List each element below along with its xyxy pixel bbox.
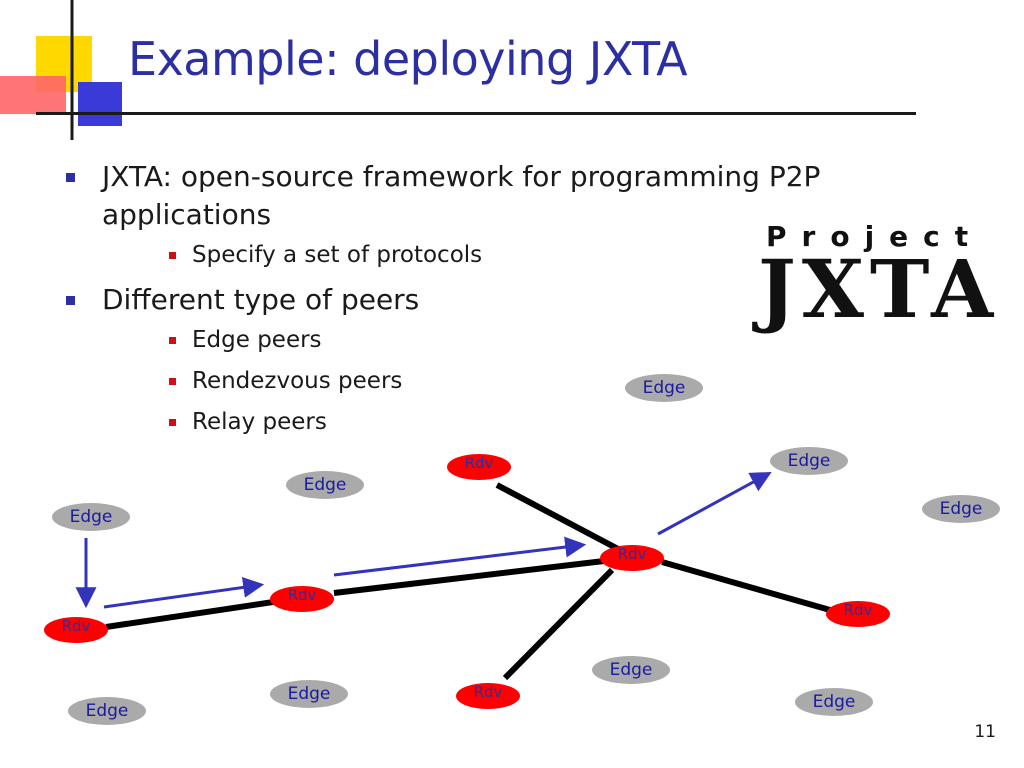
link-rdv3-rdvbottom — [502, 567, 615, 681]
rdv-node: Rdv — [44, 617, 108, 643]
edge-node: Edge — [625, 374, 703, 402]
link-rdv2-rdv3 — [333, 558, 605, 596]
connection-lines — [105, 482, 831, 681]
link-rdv3-rdvright — [661, 559, 831, 613]
bullet-marker — [66, 296, 75, 305]
sub-bullet-marker — [169, 252, 176, 259]
edge-node: Edge — [795, 688, 873, 716]
bullet-text: JXTA: open-source framework for programm… — [102, 160, 821, 231]
edge-node: Edge — [270, 680, 348, 708]
sub-bullet-text: Relay peers — [192, 409, 327, 435]
bullet-jxta: JXTA: open-source framework for programm… — [60, 158, 920, 234]
edge-node: Edge — [592, 656, 670, 684]
edge-node: Edge — [52, 503, 130, 531]
arrow-rdv3-to-edge — [657, 471, 772, 536]
sub-bullet-marker — [169, 337, 176, 344]
slide-title: Example: deploying JXTA — [128, 32, 688, 86]
sub-bullet-protocols: Specify a set of protocols — [60, 240, 920, 270]
logo-jxta-text: JXTA — [758, 242, 1000, 336]
sub-bullet-marker — [169, 419, 176, 426]
logo-project-text: Project — [766, 220, 984, 253]
sub-bullet-text: Rendezvous peers — [192, 368, 403, 394]
bullet-list: JXTA: open-source framework for programm… — [60, 158, 920, 448]
sub-bullet-text: Specify a set of protocols — [192, 242, 483, 268]
bullet-text: Different type of peers — [102, 283, 420, 316]
message-arrows — [75, 471, 772, 609]
bullet-peers: Different type of peers — [60, 281, 920, 319]
arrow-rdv2-to-rdv3 — [333, 536, 587, 577]
edge-node: Edge — [68, 697, 146, 725]
rdv-node: Rdv — [600, 545, 664, 571]
rdv-node: Rdv — [826, 601, 890, 627]
link-rdv1-rdv2 — [105, 595, 301, 630]
rdv-node: Rdv — [270, 586, 334, 612]
sub-bullet-text: Edge peers — [192, 327, 322, 353]
edge-node: Edge — [286, 471, 364, 499]
rdv-node: Rdv — [456, 683, 520, 709]
project-jxta-logo: Project JXTA — [752, 220, 993, 338]
page-number: 11 — [974, 722, 996, 742]
edge-node: Edge — [770, 447, 848, 475]
edge-node: Edge — [922, 495, 1000, 523]
rdv-node: Rdv — [447, 454, 511, 480]
title-divider — [36, 112, 916, 115]
bullet-marker — [66, 173, 75, 182]
blue-square — [78, 82, 122, 126]
arrow-rdv1-to-rdv2 — [103, 576, 265, 609]
slide-decoration — [0, 0, 122, 140]
sub-bullet-marker — [169, 378, 176, 385]
sub-bullet-rendezvous-peers: Rendezvous peers — [60, 366, 920, 396]
sub-bullet-relay-peers: Relay peers — [60, 407, 920, 437]
link-rdvtop-rdv3 — [495, 482, 622, 553]
sub-bullet-edge-peers: Edge peers — [60, 325, 920, 355]
red-bar — [0, 76, 66, 114]
